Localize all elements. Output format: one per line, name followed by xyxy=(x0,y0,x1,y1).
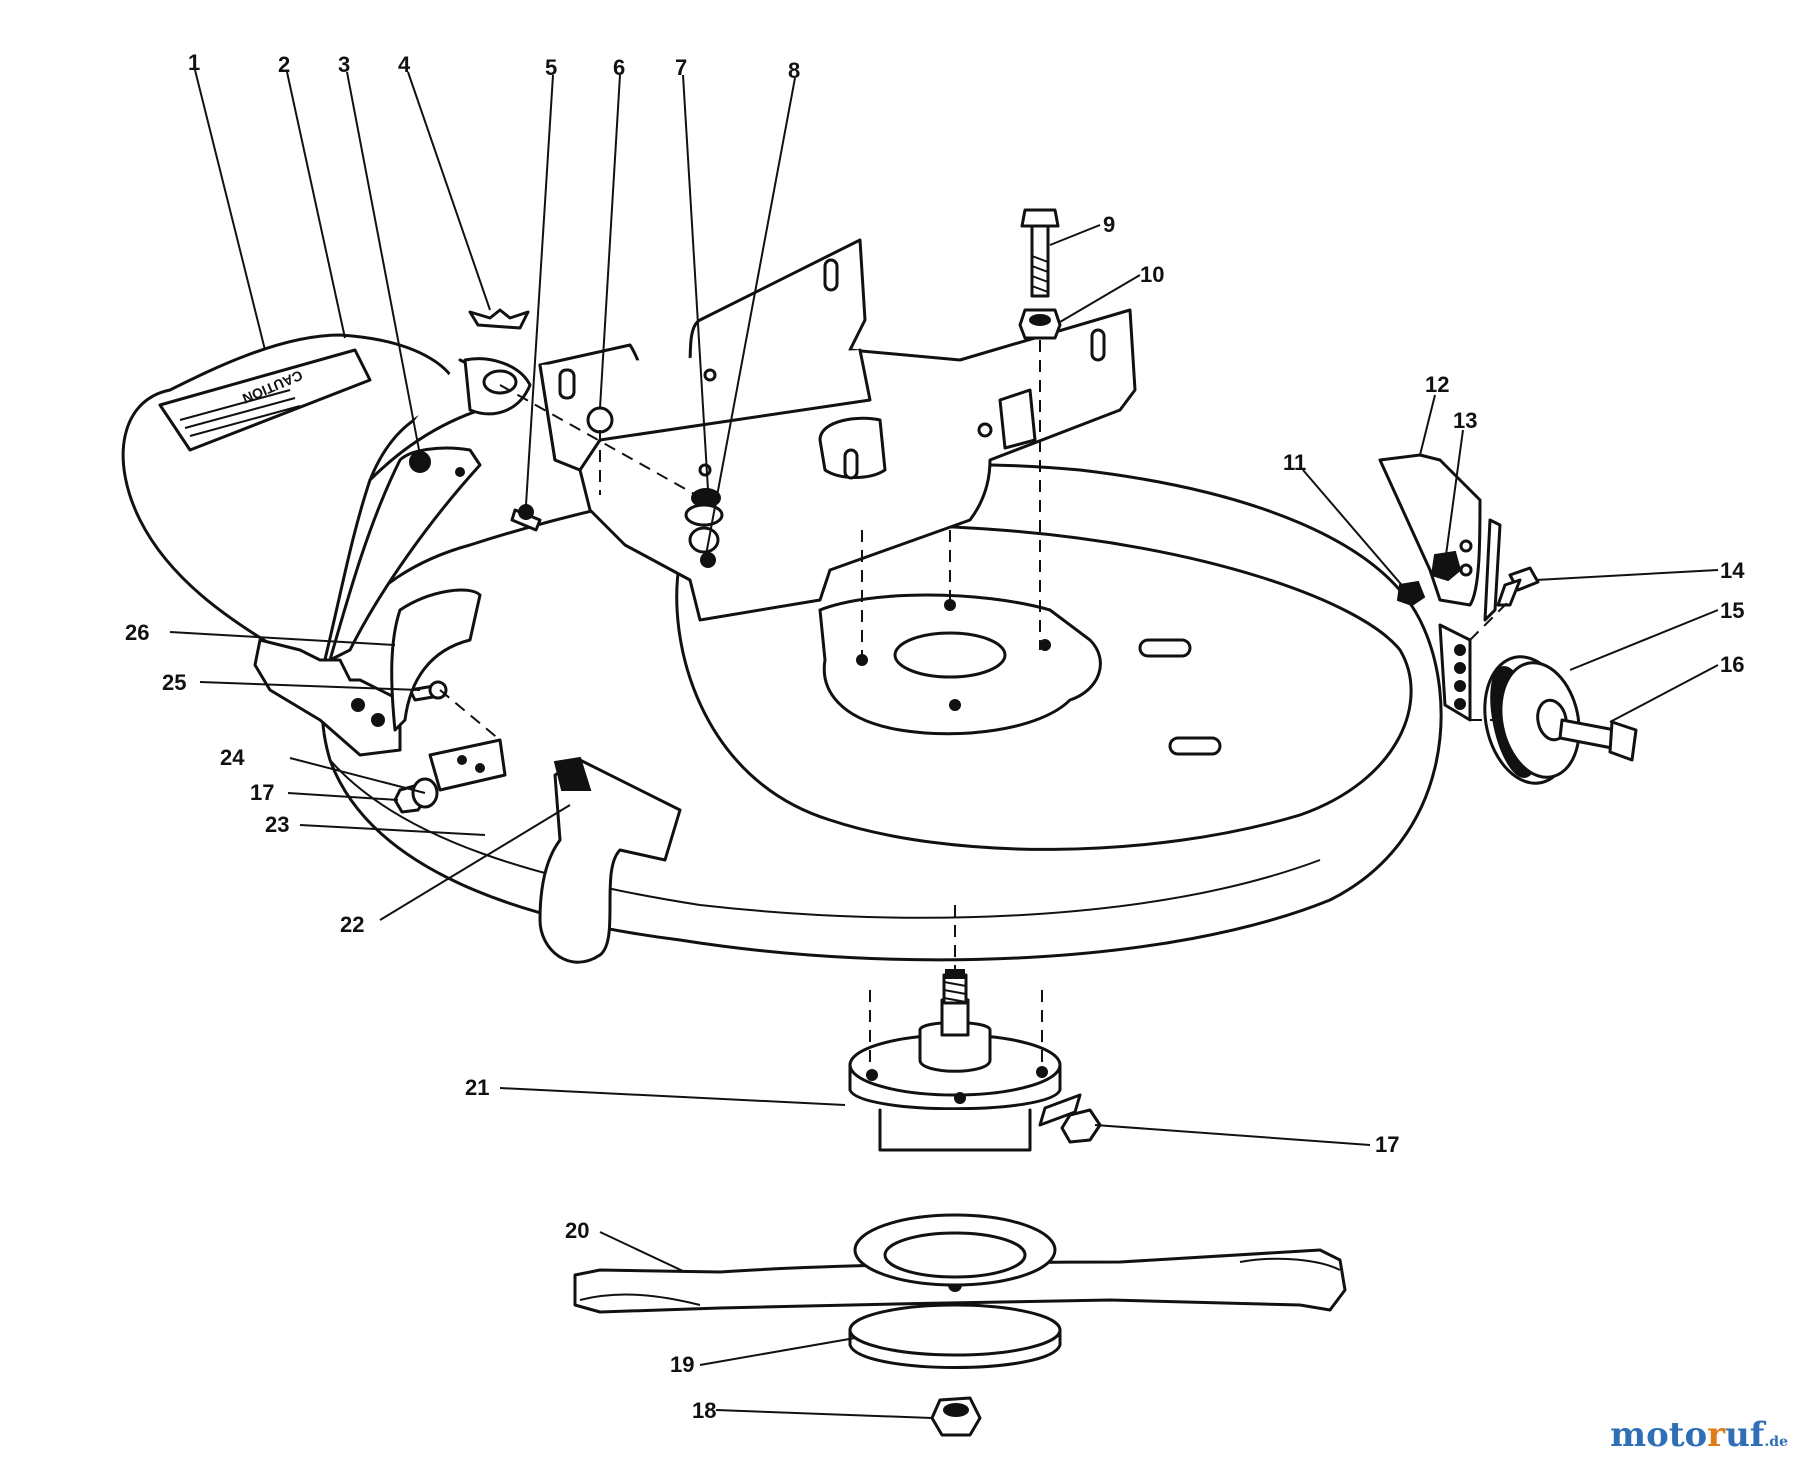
callout-18: 18 xyxy=(692,1398,716,1423)
callout-6: 6 xyxy=(613,55,625,80)
callout-17-left: 17 xyxy=(250,780,274,805)
alignment-lines xyxy=(439,340,1511,1075)
bolt xyxy=(1020,208,1060,298)
callout-19: 19 xyxy=(670,1352,694,1377)
discharge-chute: CAUTION xyxy=(121,333,522,682)
chute-bracket xyxy=(463,308,532,416)
lower-guard-strip xyxy=(428,738,507,792)
callout-21: 21 xyxy=(465,1075,489,1100)
callout-2: 2 xyxy=(278,52,290,77)
callout-16: 16 xyxy=(1720,652,1744,677)
callout-14: 14 xyxy=(1720,558,1745,583)
washer-nut xyxy=(684,488,724,568)
motor-mount-frame xyxy=(538,238,1137,622)
leader-lines xyxy=(169,69,1719,1419)
hex-nut xyxy=(1018,308,1062,340)
callout-22: 22 xyxy=(340,912,364,937)
callout-labels: 1 2 3 4 5 6 7 8 9 10 11 12 13 14 15 16 1… xyxy=(125,50,1745,1423)
bracket-nut xyxy=(1430,550,1462,582)
callout-20: 20 xyxy=(565,1218,589,1243)
callout-12: 12 xyxy=(1425,372,1449,397)
blade-spindle xyxy=(848,969,1062,1152)
wheel xyxy=(1483,655,1581,785)
callout-13: 13 xyxy=(1453,408,1477,433)
callout-3: 3 xyxy=(338,52,350,77)
callout-9: 9 xyxy=(1103,212,1115,237)
callout-25: 25 xyxy=(162,670,186,695)
wheel-height-plate xyxy=(1438,623,1472,722)
callout-15: 15 xyxy=(1720,598,1744,623)
blade-nut xyxy=(930,1396,982,1437)
curved-guard xyxy=(390,588,482,732)
pin xyxy=(510,504,542,532)
callout-1: 1 xyxy=(188,50,200,75)
callout-17-right: 17 xyxy=(1375,1132,1399,1157)
axle-bolt xyxy=(1558,718,1638,762)
watermark-logo: motoruf.de xyxy=(1610,1415,1788,1455)
callout-4: 4 xyxy=(398,52,411,77)
callout-8: 8 xyxy=(788,58,800,83)
callout-11: 11 xyxy=(1283,450,1306,475)
pivot-arm xyxy=(328,446,482,662)
callout-23: 23 xyxy=(265,812,289,837)
callout-5: 5 xyxy=(545,55,557,80)
wheel-bolt xyxy=(1496,566,1540,607)
callout-10: 10 xyxy=(1140,262,1164,287)
blade-adapter xyxy=(848,1213,1062,1369)
deck-spindle-plate xyxy=(818,593,1222,756)
strap-bracket xyxy=(538,756,682,964)
callout-7: 7 xyxy=(675,55,687,80)
callout-26: 26 xyxy=(125,620,149,645)
spindle-nut xyxy=(1038,1093,1102,1144)
callout-24: 24 xyxy=(220,745,245,770)
